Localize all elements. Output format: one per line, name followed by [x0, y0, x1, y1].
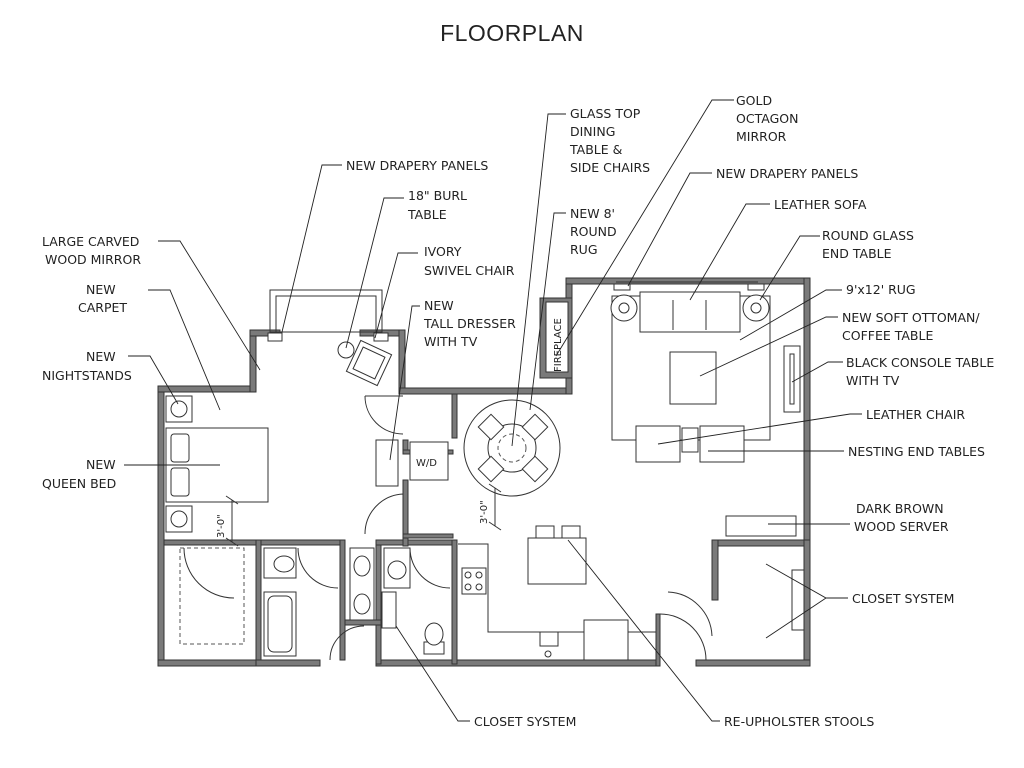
interior-walls [163, 297, 573, 665]
label-burl-table-1: 18" BURL [408, 188, 467, 203]
washer-dryer [409, 441, 449, 481]
label-octagon-mirror-1: GOLD [736, 93, 772, 108]
label-ottoman-1: NEW SOFT OTTOMAN/ [842, 310, 980, 325]
label-end-table-2: END TABLE [822, 246, 892, 261]
label-round-rug-2: ROUND [570, 224, 617, 239]
tall-dresser [375, 439, 399, 487]
label-end-table-1: ROUND GLASS [822, 228, 914, 243]
label-dining-4: SIDE CHAIRS [570, 160, 650, 175]
label-closet-bottom: CLOSET SYSTEM [474, 714, 576, 729]
label-octagon-mirror-2: OCTAGON [736, 111, 798, 126]
label-console-1: BLACK CONSOLE TABLE [846, 355, 994, 370]
label-swivel-chair-1: IVORY [424, 244, 462, 259]
swivel-chair [345, 339, 393, 387]
label-dining-2: DINING [570, 124, 615, 139]
label-new-drapery-left: NEW DRAPERY PANELS [346, 158, 488, 173]
dining-set [463, 399, 561, 497]
label-tall-dresser-3: WITH TV [424, 334, 478, 349]
dimensions [225, 483, 502, 547]
label-octagon-mirror-3: MIRROR [736, 129, 787, 144]
label-closet-right: CLOSET SYSTEM [852, 591, 954, 606]
label-burl-table-2: TABLE [407, 207, 447, 222]
label-nesting-tables: NESTING END TABLES [848, 444, 985, 459]
label-new-drapery-right: NEW DRAPERY PANELS [716, 166, 858, 181]
page-title: FLOORPLAN [440, 20, 584, 46]
label-dim-left: 3'-0" [216, 514, 227, 538]
label-wd: W/D [416, 458, 437, 469]
label-carved-mirror-1: LARGE CARVED [42, 234, 139, 249]
label-round-rug-3: RUG [570, 242, 598, 257]
label-console-2: WITH TV [846, 373, 900, 388]
label-ottoman-2: COFFEE TABLE [842, 328, 933, 343]
label-new-carpet-2: CARPET [78, 300, 127, 315]
exterior-walls [157, 277, 811, 667]
label-server-1: DARK BROWN [856, 501, 944, 516]
kitchen [458, 525, 656, 661]
label-round-rug-1: NEW 8' [570, 206, 615, 221]
label-queen-bed-2: QUEEN BED [42, 476, 116, 491]
label-new-carpet-1: NEW [86, 282, 116, 297]
nightstands [165, 395, 193, 533]
label-dining-3: TABLE & [569, 142, 623, 157]
label-dim-center: 3'-0" [479, 500, 490, 524]
label-swivel-chair-2: SWIVEL CHAIR [424, 263, 515, 278]
living-furniture [610, 281, 805, 631]
label-rug-9x12: 9'x12' RUG [846, 282, 916, 297]
burl-table [337, 341, 355, 359]
drapery-left [267, 332, 389, 342]
bedroom-closet [179, 547, 245, 645]
label-fireplace: FIREPLACE [553, 318, 564, 372]
label-stools: RE-UPHOLSTER STOOLS [724, 714, 874, 729]
label-tall-dresser-2: TALL DRESSER [423, 316, 516, 331]
bath-fixtures [263, 547, 445, 657]
label-tall-dresser-1: NEW [424, 298, 454, 313]
label-queen-bed-1: NEW [86, 457, 116, 472]
label-server-2: WOOD SERVER [854, 519, 949, 534]
leader-lines [124, 99, 862, 722]
label-dining-1: GLASS TOP [570, 106, 641, 121]
label-leather-chair: LEATHER CHAIR [866, 407, 965, 422]
label-nightstands-1: NEW [86, 349, 116, 364]
label-carved-mirror-2: WOOD MIRROR [45, 252, 141, 267]
doors [297, 395, 713, 661]
label-leather-sofa: LEATHER SOFA [774, 197, 867, 212]
label-nightstands-2: NIGHTSTANDS [42, 368, 132, 383]
